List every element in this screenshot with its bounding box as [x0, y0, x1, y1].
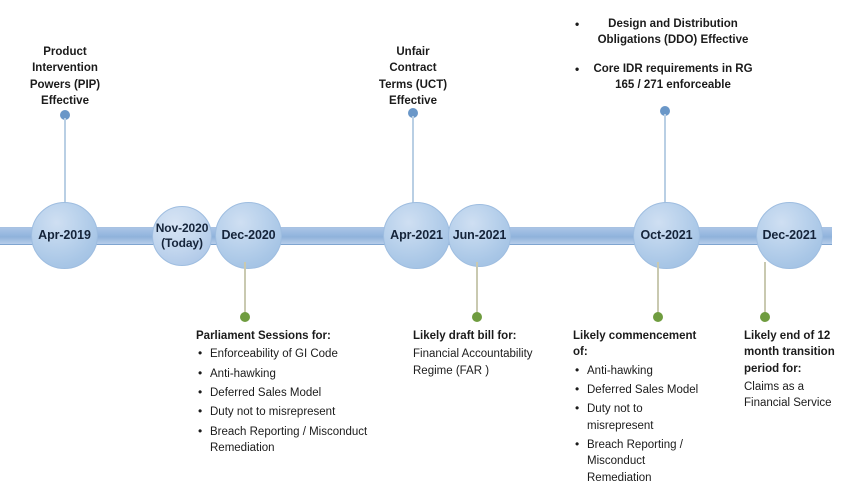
callout-bullet-list: Design and Distribution Obligations (DDO…: [575, 16, 755, 49]
milestone-apr-2021[interactable]: Apr-2021: [383, 202, 450, 269]
callout-bullet: Deferred Sales Model: [573, 381, 701, 398]
milestone-label: Oct-2021: [640, 227, 693, 242]
callout-bullet: Design and Distribution Obligations (DDO…: [575, 16, 755, 49]
connector-stem-far: [476, 262, 478, 314]
milestone-label-today: (Today): [161, 236, 203, 250]
connector-dot-ddo-idr: [660, 106, 670, 116]
callout-bullet: Breach Reporting / Misconduct Remediatio…: [573, 436, 701, 486]
callout-body: Financial Accountability Regime (FAR ): [413, 348, 533, 377]
callout-bullet: Core IDR requirements in RG 165 / 271 en…: [575, 61, 755, 94]
callout-end-transition-period: Likely end of 12 month transition period…: [744, 328, 850, 412]
callout-line: Intervention: [32, 62, 98, 75]
connector-dot-parliament: [240, 312, 250, 322]
milestone-oct-2021[interactable]: Oct-2021: [633, 202, 700, 269]
callout-line: Contract: [389, 62, 437, 75]
callout-bullet: Anti-hawking: [573, 362, 701, 379]
milestone-dec-2021[interactable]: Dec-2021: [756, 202, 823, 269]
milestone-label: Dec-2020: [221, 227, 276, 242]
callout-bullet: Anti-hawking: [196, 365, 396, 382]
callout-bullet-list: Anti-hawking Deferred Sales Model Duty n…: [573, 362, 701, 486]
connector-stem-transition: [764, 262, 766, 314]
callout-body: Claims as a Financial Service: [744, 380, 832, 410]
milestone-label: Jun-2021: [452, 227, 507, 242]
milestone-label: Apr-2021: [390, 227, 443, 242]
milestone-label: Dec-2021: [762, 227, 817, 242]
callout-bullet: Deferred Sales Model: [196, 384, 396, 401]
callout-line: Product: [43, 46, 87, 58]
callout-heading: Likely draft bill for:: [413, 330, 517, 342]
callout-line: Terms (UCT): [378, 78, 448, 91]
callout-bullet-list: Enforceability of GI Code Anti-hawking D…: [196, 345, 396, 457]
callout-bullet: Duty not to misrepresent: [573, 400, 701, 434]
connector-dot-far: [472, 312, 482, 322]
connector-stem-parliament: [244, 262, 246, 314]
callout-line: Unfair: [396, 46, 430, 58]
milestone-label-month: Nov-2020: [155, 221, 209, 235]
connector-stem-uct: [412, 116, 414, 208]
connector-stem-commencement: [657, 262, 659, 314]
milestone-label: Apr-2019: [38, 227, 91, 242]
callout-heading: Likely end of 12 month transition period…: [744, 330, 835, 375]
connector-dot-transition: [760, 312, 770, 322]
callout-line: Effective: [389, 94, 437, 107]
connector-stem-ddo-idr: [664, 114, 666, 208]
callout-product-intervention-powers: Product Intervention Powers (PIP) Effect…: [10, 44, 120, 109]
milestone-apr-2019[interactable]: Apr-2019: [31, 202, 98, 269]
milestone-jun-2021[interactable]: Jun-2021: [448, 204, 511, 267]
callout-line: Powers (PIP): [29, 78, 101, 91]
connector-dot-commencement: [653, 312, 663, 322]
milestone-label: Nov-2020 (Today): [156, 221, 209, 251]
callout-bullet-list: Core IDR requirements in RG 165 / 271 en…: [575, 61, 755, 94]
callout-parliament-sessions: Parliament Sessions for: Enforceability …: [196, 328, 396, 459]
milestone-nov-2020-today[interactable]: Nov-2020 (Today): [152, 206, 212, 266]
callout-draft-bill-far: Likely draft bill for: Financial Account…: [413, 328, 545, 379]
connector-dot-uct: [408, 108, 418, 118]
callout-bullet: Enforceability of GI Code: [196, 345, 396, 362]
callout-unfair-contract-terms: Unfair Contract Terms (UCT) Effective: [358, 44, 468, 109]
callout-bullet: Duty not to misrepresent: [196, 403, 396, 420]
milestone-dec-2020[interactable]: Dec-2020: [215, 202, 282, 269]
connector-stem-pip: [64, 118, 66, 210]
callout-heading: Parliament Sessions for:: [196, 330, 331, 342]
callout-ddo-idr: Design and Distribution Obligations (DDO…: [575, 16, 755, 93]
callout-likely-commencement: Likely commencement of: Anti-hawking Def…: [573, 328, 701, 489]
callout-line: Effective: [41, 94, 89, 107]
callout-heading: Likely commencement of:: [573, 330, 697, 359]
connector-dot-pip: [60, 110, 70, 120]
callout-bullet: Breach Reporting / Misconduct Remediatio…: [196, 423, 396, 457]
